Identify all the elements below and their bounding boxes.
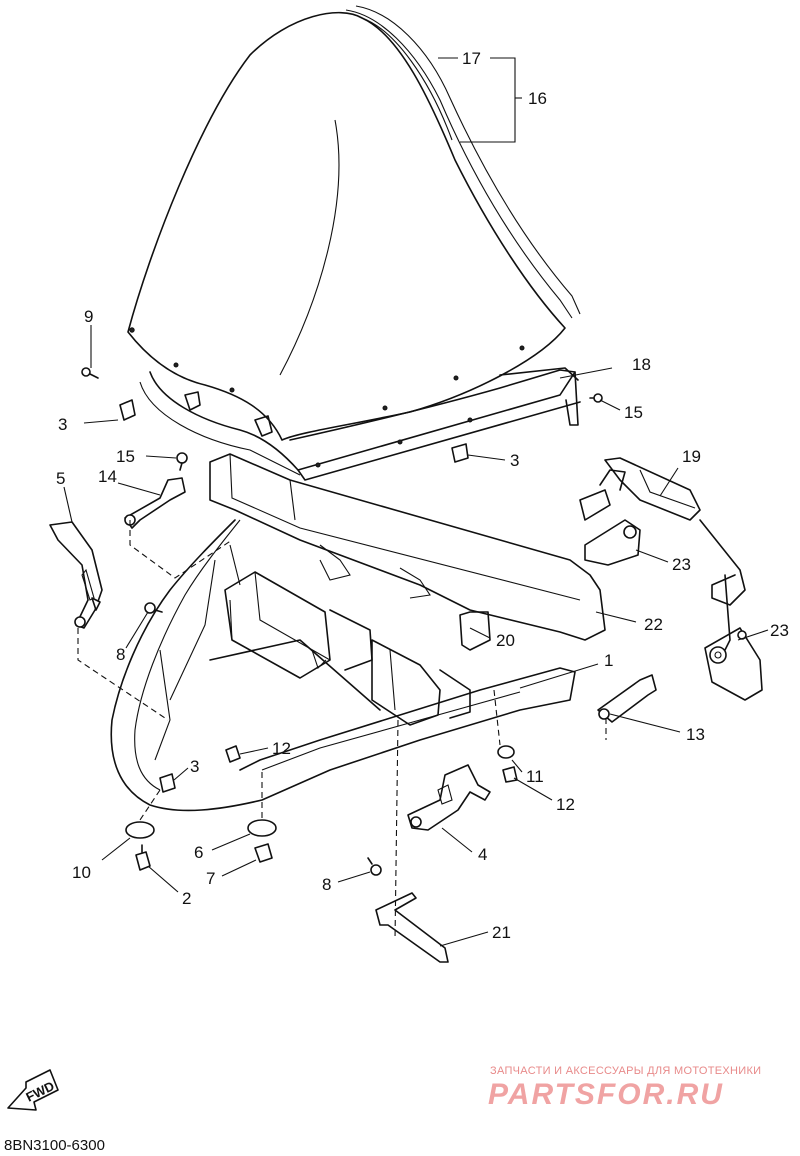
air-duct [209, 453, 606, 651]
callout-10: 10 [72, 863, 91, 882]
callout-19: 19 [682, 447, 701, 466]
fwd-arrow-label: FWD [24, 1078, 57, 1104]
bracket-18 [499, 367, 579, 381]
callout-5: 5 [56, 469, 65, 488]
callout-9: 9 [84, 307, 93, 326]
callout-3: 3 [58, 415, 67, 434]
callout-2: 2 [182, 889, 191, 908]
watermark-brand: PARTSFOR.RU [488, 1078, 724, 1111]
callout-12: 12 [272, 739, 291, 758]
callout-3: 3 [190, 757, 199, 776]
callout-13: 13 [686, 725, 705, 744]
callout-8: 8 [322, 875, 331, 894]
inner-panel [139, 369, 581, 481]
callout-17: 17 [462, 49, 481, 68]
small-parts [49, 367, 657, 963]
callout-1: 1 [604, 651, 613, 670]
callout-7: 7 [206, 869, 215, 888]
leader-lines [63, 57, 769, 947]
callout-4: 4 [478, 845, 487, 864]
stay-19 [579, 457, 746, 661]
callout-22: 22 [644, 615, 663, 634]
callout-21: 21 [492, 923, 511, 942]
callout-8: 8 [116, 645, 125, 664]
callout-23: 23 [672, 555, 691, 574]
watermark-tagline: ЗАПЧАСТИ И АКСЕССУАРЫ ДЛЯ МОТОТЕХНИКИ [490, 1065, 761, 1077]
callout-labels: 17 16 9 3 18 15 3 15 14 5 19 23 8 20 22 … [56, 49, 789, 942]
callout-20: 20 [496, 631, 515, 650]
electronic-modules [224, 571, 471, 726]
callout-16: 16 [528, 89, 547, 108]
callout-6: 6 [194, 843, 203, 862]
diagram-code: 8BN3100-6300 [4, 1137, 105, 1154]
callout-18: 18 [632, 355, 651, 374]
fwd-arrow: FWD [7, 1069, 59, 1111]
lower-cowl [110, 519, 576, 812]
assembly-lines [77, 520, 607, 941]
callout-23: 23 [770, 621, 789, 640]
windshield [127, 5, 581, 441]
callout-15: 15 [624, 403, 643, 422]
callout-12: 12 [556, 795, 575, 814]
callout-14: 14 [98, 467, 117, 486]
callout-11: 11 [526, 767, 544, 786]
callout-15: 15 [116, 447, 135, 466]
callout-3: 3 [510, 451, 519, 470]
watermark-logo: ЗАПЧАСТИ И АКСЕССУАРЫ ДЛЯ МОТОТЕХНИКИ PA… [488, 1065, 761, 1111]
bracket-23 [584, 519, 763, 701]
